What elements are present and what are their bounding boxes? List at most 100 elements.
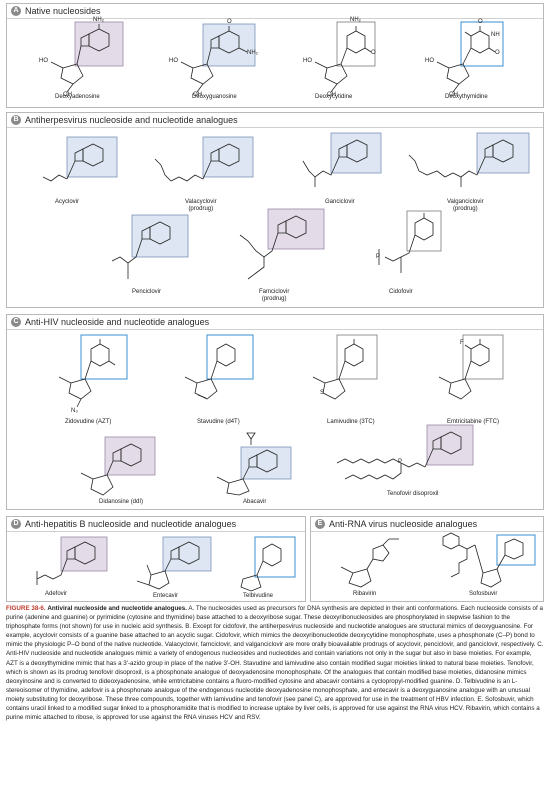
- atom-label-oh: OH: [193, 92, 202, 98]
- ribavirin-drawing: [340, 538, 399, 588]
- panel-e: E Anti-RNA virus nucleoside analogues Ri…: [310, 516, 544, 602]
- atom-label-o: O: [495, 50, 500, 56]
- compound-name-lamivudine: Lamivudine (3TC): [327, 419, 375, 425]
- compound-name-penciclovir: Penciclovir: [132, 289, 162, 295]
- compound-name-deoxyadenosine: Deoxyadenosine: [55, 94, 100, 100]
- compound-name-stavudine: Stavudine (d4T): [197, 419, 240, 425]
- structure-deoxyguanosine: O NH₂ HO OH: [167, 19, 277, 108]
- structure-valganciclovir: [397, 131, 537, 193]
- compound-name-telbivudine: Telbivudine: [243, 593, 274, 599]
- atom-label-nh2: NH₂: [93, 17, 104, 23]
- emtricitabine-drawing: [438, 334, 504, 400]
- panel-c: C Anti-HIV nucleoside and nucleotide ana…: [6, 314, 544, 510]
- ganciclovir-drawing: [302, 132, 382, 187]
- structure-abacavir: [207, 431, 297, 497]
- valacyclovir-drawing: [154, 136, 254, 182]
- compound-name-ganciclovir: Ganciclovir: [325, 199, 355, 205]
- atom-label-f: F: [460, 340, 464, 346]
- panel-a: A Native nucleosides NH₂ HO OH Deoxyaden…: [6, 3, 544, 108]
- structure-deoxycytidine: NH₂ O HO OH: [297, 17, 397, 108]
- didanosine-drawing: [80, 436, 156, 496]
- atom-label-nh: NH: [491, 32, 500, 38]
- abacavir-drawing: [216, 432, 292, 496]
- prodrug-note: (prodrug): [261, 296, 287, 302]
- compound-name-ribavirin: Ribavirin: [353, 591, 377, 597]
- compound-name-emtricitabine: Emtricitabine (FTC): [447, 419, 500, 425]
- compound-name-acyclovir: Acyclovir: [55, 199, 80, 205]
- structure-sofosbuvir: [431, 532, 541, 591]
- structure-entecavir: [127, 535, 217, 591]
- atom-label-nh2: NH₂: [350, 17, 361, 23]
- compound-name-entecavir: Entecavir: [153, 593, 179, 599]
- panel-d-header: D Anti-hepatitis B nucleoside and nucleo…: [7, 517, 305, 532]
- sofosbuvir-drawing: [442, 532, 536, 588]
- atom-label-p: P: [398, 459, 403, 465]
- deoxyadenosine-drawing: [50, 21, 124, 93]
- figure-title: Antiviral nucleoside and nucleotide anal…: [47, 605, 187, 612]
- atom-label-oh: OH: [449, 92, 458, 98]
- famciclovir-drawing: [239, 208, 325, 280]
- deoxythymidine-drawing: [436, 21, 504, 93]
- structure-emtricitabine: F: [427, 333, 517, 413]
- atom-label-ho: HO: [425, 58, 434, 64]
- compound-name-valacyclovir: Valacyclovir (prodrug): [185, 199, 217, 213]
- panel-title: Anti-HIV nucleoside and nucleotide analo…: [25, 317, 210, 327]
- prodrug-note: (prodrug): [188, 206, 214, 212]
- adefovir-drawing: [36, 536, 108, 585]
- panel-letter: B: [11, 115, 21, 125]
- structure-deoxyadenosine: NH₂ HO OH: [37, 17, 147, 108]
- structure-ribavirin: [329, 535, 419, 589]
- compound-name-famciclovir-text: Famciclovir: [259, 289, 290, 295]
- atom-label-ho: HO: [39, 58, 48, 64]
- structure-valacyclovir: [147, 135, 257, 195]
- compound-name-valganciclovir-text: Valganciclovir: [447, 199, 484, 205]
- atom-label-s: S: [320, 390, 325, 396]
- structure-cidofovir: P: [367, 209, 457, 285]
- panel-title: Native nucleosides: [25, 6, 101, 16]
- structure-tenofovir: P: [329, 423, 489, 493]
- atom-label-o: O: [371, 50, 376, 56]
- panel-b: B Antiherpesvirus nucleoside and nucleot…: [6, 112, 544, 308]
- compound-name-famciclovir: Famciclovir (prodrug): [259, 289, 289, 303]
- telbivudine-drawing: [240, 536, 296, 592]
- compound-name-deoxycytidine: Deoxycytidine: [315, 94, 353, 100]
- compound-name-adefovir: Adefovir: [45, 591, 68, 597]
- compound-name-cidofovir: Cidofovir: [389, 289, 413, 295]
- structure-ganciclovir: [297, 131, 387, 191]
- valganciclovir-drawing: [408, 132, 530, 187]
- penciclovir-drawing: [111, 214, 189, 279]
- structure-acyclovir: [37, 135, 127, 195]
- compound-name-didanosine: Didanosine (ddI): [99, 499, 144, 505]
- deoxyguanosine-drawing: [180, 23, 256, 93]
- panel-d: D Anti-hepatitis B nucleoside and nucleo…: [6, 516, 306, 602]
- compound-name-abacavir: Abacavir: [243, 499, 267, 505]
- panel-e-header: E Anti-RNA virus nucleoside analogues: [311, 517, 543, 532]
- atom-label-oh: OH: [327, 92, 336, 98]
- panel-letter: C: [11, 317, 21, 327]
- cidofovir-drawing: [378, 210, 442, 273]
- compound-name-sofosbuvir: Sofosbuvir: [469, 591, 498, 597]
- panel-letter: D: [11, 519, 21, 529]
- panel-letter: A: [11, 6, 21, 16]
- panel-letter: E: [315, 519, 325, 529]
- acyclovir-drawing: [42, 136, 118, 182]
- panel-title: Anti-RNA virus nucleoside analogues: [329, 519, 478, 529]
- entecavir-drawing: [136, 536, 212, 590]
- stavudine-drawing: [184, 334, 254, 400]
- structure-zidovudine: N₃: [51, 333, 141, 414]
- lamivudine-drawing: [312, 334, 378, 400]
- panel-title: Antiherpesvirus nucleoside and nucleotid…: [25, 115, 238, 125]
- compound-name-valganciclovir: Valganciclovir (prodrug): [447, 199, 484, 213]
- atom-label-o: O: [478, 19, 483, 25]
- figure-label: FIGURE 38-6.: [6, 605, 46, 612]
- atom-label-ho: HO: [169, 58, 178, 64]
- zidovudine-drawing: [58, 334, 128, 408]
- structure-deoxythymidine: O NH O HO OH: [417, 19, 527, 108]
- compound-name-tenofovir: Tenofovir disoproxil: [387, 491, 439, 497]
- structure-penciclovir: [102, 213, 202, 285]
- panel-title: Anti-hepatitis B nucleoside and nucleoti…: [25, 519, 237, 529]
- panel-a-header: A Native nucleosides: [7, 4, 543, 19]
- structure-didanosine: [71, 435, 161, 497]
- atom-label-p: P: [376, 254, 381, 260]
- structure-adefovir: [27, 535, 117, 587]
